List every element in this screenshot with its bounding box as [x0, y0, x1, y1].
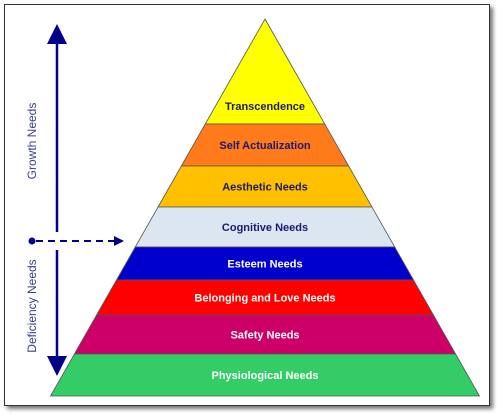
pyramid-layer-label-4: Cognitive Needs	[222, 222, 308, 234]
boundary-right-arrowhead	[114, 236, 124, 246]
pyramid-layer-label-6: Belonging and Love Needs	[194, 293, 335, 305]
growth-needs-label: Growth Needs	[25, 103, 39, 180]
deficiency-needs-label: Deficiency Needs	[25, 259, 39, 352]
pyramid-layer-label-2: Self Actualization	[219, 140, 311, 152]
boundary-left-dot	[28, 237, 36, 245]
pyramid-layer-label-7: Safety Needs	[230, 330, 299, 342]
pyramid-layer-8	[49, 353, 481, 397]
pyramid-layer-label-5: Esteem Needs	[227, 259, 302, 271]
pyramid-layer-label-8: Physiological Needs	[212, 370, 319, 382]
pyramid-layer-label-1: Transcendence	[225, 101, 305, 113]
pyramid-layer-label-3: Aesthetic Needs	[222, 182, 308, 194]
